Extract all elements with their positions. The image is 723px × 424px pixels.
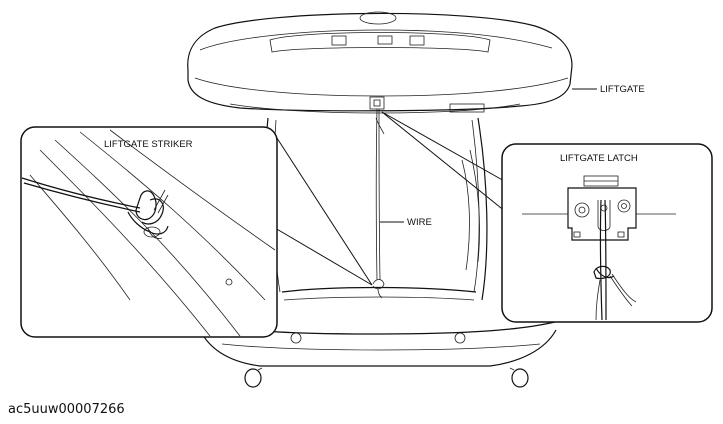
figure-code: ac5uuw00007266 [8,402,125,417]
label-liftgate-latch: LIFTGATE LATCH [560,153,638,164]
label-liftgate: LIFTGATE [600,84,645,95]
wire [372,108,385,299]
label-liftgate-striker: LIFTGATE STRIKER [104,139,193,150]
liftgate [187,11,573,114]
striker-detail-box [20,126,278,338]
leader-lines [380,88,597,223]
latch-detail-box [501,143,713,323]
label-wire: WIRE [407,217,432,228]
callout-lines [274,111,507,286]
vehicle-rear-body [199,117,557,388]
